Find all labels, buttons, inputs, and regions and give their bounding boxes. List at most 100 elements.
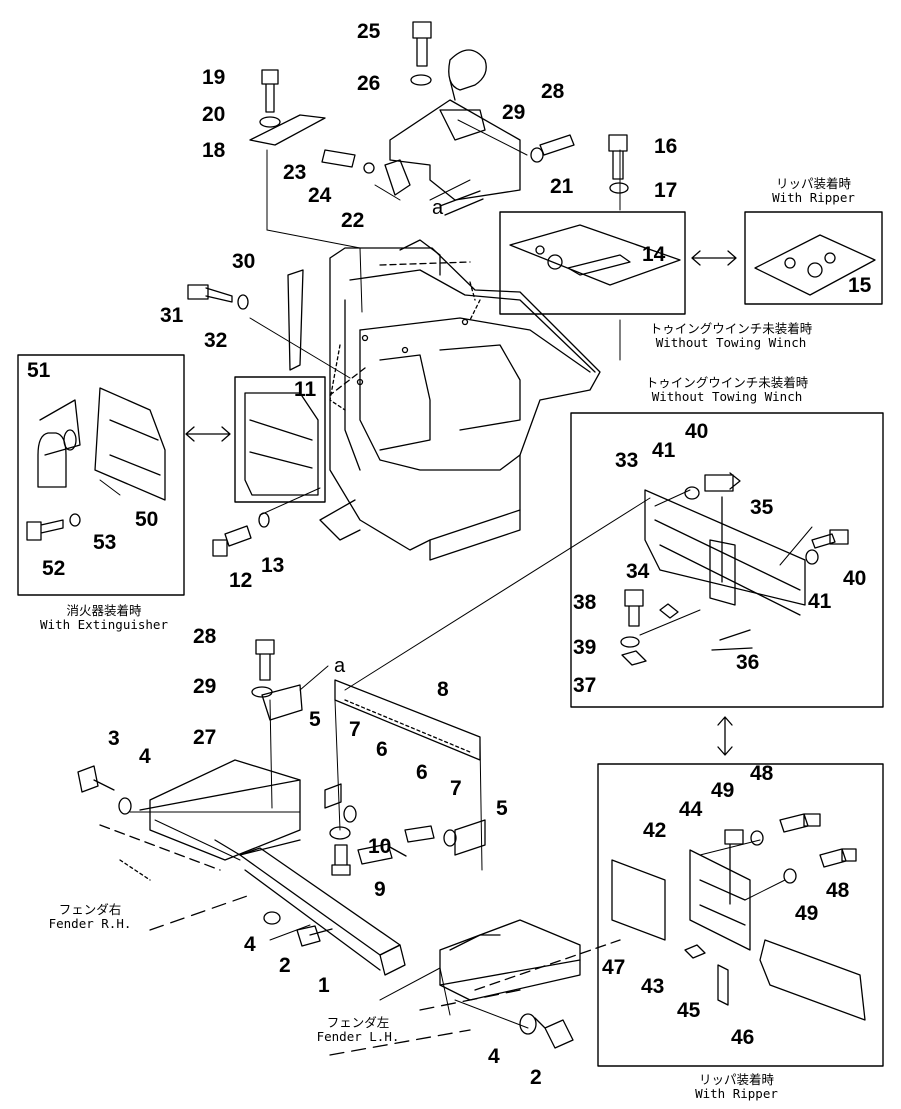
part-30-strip <box>187 269 304 371</box>
part-label: 47 <box>602 956 626 979</box>
part-label: 37 <box>573 674 597 697</box>
caption-with-ripper-top: リッパ装着時 With Ripper <box>761 176 866 206</box>
part-label: 30 <box>232 250 256 273</box>
part-label: 34 <box>626 560 650 583</box>
part-label: 4 <box>244 933 256 956</box>
part-label: 42 <box>643 819 667 842</box>
part-label: 46 <box>731 1026 755 1049</box>
part-label: 44 <box>679 798 703 821</box>
part-label: 1 <box>318 974 330 997</box>
part-label: 8 <box>437 678 449 701</box>
caption-fender-rh: フェンダ右 Fender R.H. <box>40 902 140 932</box>
part-label: 2 <box>530 1066 542 1089</box>
part-label: 27 <box>193 726 217 749</box>
part-label: 20 <box>202 103 226 126</box>
caption-fender-lh-en: Fender L.H. <box>316 1029 400 1045</box>
part-label: 13 <box>261 554 285 577</box>
part-label: 5 <box>496 797 508 820</box>
caption-without-towing-2-jp: トゥイングウインチ未装着時 <box>645 375 809 390</box>
caption-with-extinguisher-en: With Extinguisher <box>40 617 168 633</box>
part-label: 28 <box>541 80 565 103</box>
bolts-upper <box>259 21 629 194</box>
caption-with-ripper-bottom: リッパ装着時 With Ripper <box>684 1072 789 1102</box>
caption-fender-lh-jp: フェンダ左 <box>326 1015 390 1030</box>
caption-with-ripper-bottom-en: With Ripper <box>695 1086 778 1102</box>
part-label: 14 <box>642 243 666 266</box>
part-label: 49 <box>795 902 819 925</box>
part-label: 40 <box>843 567 867 590</box>
part-label: 18 <box>202 139 226 162</box>
part-label: 23 <box>283 161 307 184</box>
caption-fender-rh-jp: フェンダ右 <box>58 902 122 917</box>
part-label: 53 <box>93 531 117 554</box>
ripper-lower-assembly <box>611 813 866 1021</box>
part-label: 31 <box>160 304 184 327</box>
part-label: 50 <box>135 508 159 531</box>
part-11-plate <box>212 392 319 557</box>
part-label: 28 <box>193 625 217 648</box>
caption-without-towing-2-en: Without Towing Winch <box>651 389 803 405</box>
part-21-bracket <box>389 49 521 201</box>
part-22-clamp <box>321 149 484 216</box>
part-label: 5 <box>309 708 321 731</box>
part-label: 43 <box>641 975 665 998</box>
part-label: 40 <box>685 420 709 443</box>
part-label: 41 <box>808 590 832 613</box>
part-label: 51 <box>27 359 51 382</box>
part-label: 25 <box>357 20 381 43</box>
reference-mark-a-upper: a <box>432 197 444 219</box>
part-label: 48 <box>826 879 850 902</box>
lower-assembly <box>77 639 621 1056</box>
part-label: 4 <box>139 745 151 768</box>
part-label: 29 <box>502 101 526 124</box>
caption-with-ripper-top-jp: リッパ装着時 <box>775 176 851 191</box>
part-label: 48 <box>750 762 774 785</box>
part-label: 3 <box>108 727 120 750</box>
part-label: 17 <box>654 179 678 202</box>
part-label: 21 <box>550 175 574 198</box>
double-arrows <box>185 250 737 756</box>
part-label: 36 <box>736 651 760 674</box>
part-label: 49 <box>711 779 735 802</box>
caption-without-towing-1: トゥイングウインチ未装着時 Without Towing Winch <box>626 321 836 351</box>
part-label: 45 <box>677 999 701 1022</box>
part-label: 24 <box>308 184 332 207</box>
part-label: 6 <box>376 738 388 761</box>
part-label: 6 <box>416 761 428 784</box>
extinguisher-assembly <box>26 387 166 541</box>
part-label: 15 <box>848 274 872 297</box>
part-label: 29 <box>193 675 217 698</box>
plates-14-15 <box>509 224 876 296</box>
part-label: 2 <box>279 954 291 977</box>
part-label: 9 <box>374 878 386 901</box>
part-label: 26 <box>357 72 381 95</box>
caption-without-towing-1-jp: トゥイングウインチ未装着時 <box>649 321 813 336</box>
part-label: 10 <box>368 835 392 858</box>
caption-with-ripper-bottom-jp: リッパ装着時 <box>698 1072 774 1087</box>
frame-boxes <box>17 211 884 1067</box>
caption-without-towing-1-en: Without Towing Winch <box>655 335 807 351</box>
caption-with-ripper-top-en: With Ripper <box>772 190 855 206</box>
caption-fender-lh: フェンダ左 Fender L.H. <box>308 1015 408 1045</box>
caption-with-extinguisher-jp: 消火器装着時 <box>66 603 142 618</box>
leader-lines <box>99 119 813 1029</box>
reference-mark-a-lower: a <box>334 655 346 677</box>
part-label: 16 <box>654 135 678 158</box>
caption-without-towing-2: トゥイングウインチ未装着時 Without Towing Winch <box>622 375 832 405</box>
part-18-plate <box>249 114 326 146</box>
caption-fender-rh-en: Fender R.H. <box>48 916 132 932</box>
part-label: 4 <box>488 1045 500 1068</box>
caption-with-extinguisher: 消火器装着時 With Extinguisher <box>14 603 194 633</box>
part-label: 22 <box>341 209 365 232</box>
part-label: 35 <box>750 496 774 519</box>
part-label: 41 <box>652 439 676 462</box>
part-label: 19 <box>202 66 226 89</box>
part-label: 7 <box>450 777 462 800</box>
part-label: 12 <box>229 569 253 592</box>
upper-frame-assembly <box>319 239 601 561</box>
part-label: 52 <box>42 557 66 580</box>
part-33-plate <box>620 472 849 666</box>
part-label: 39 <box>573 636 597 659</box>
